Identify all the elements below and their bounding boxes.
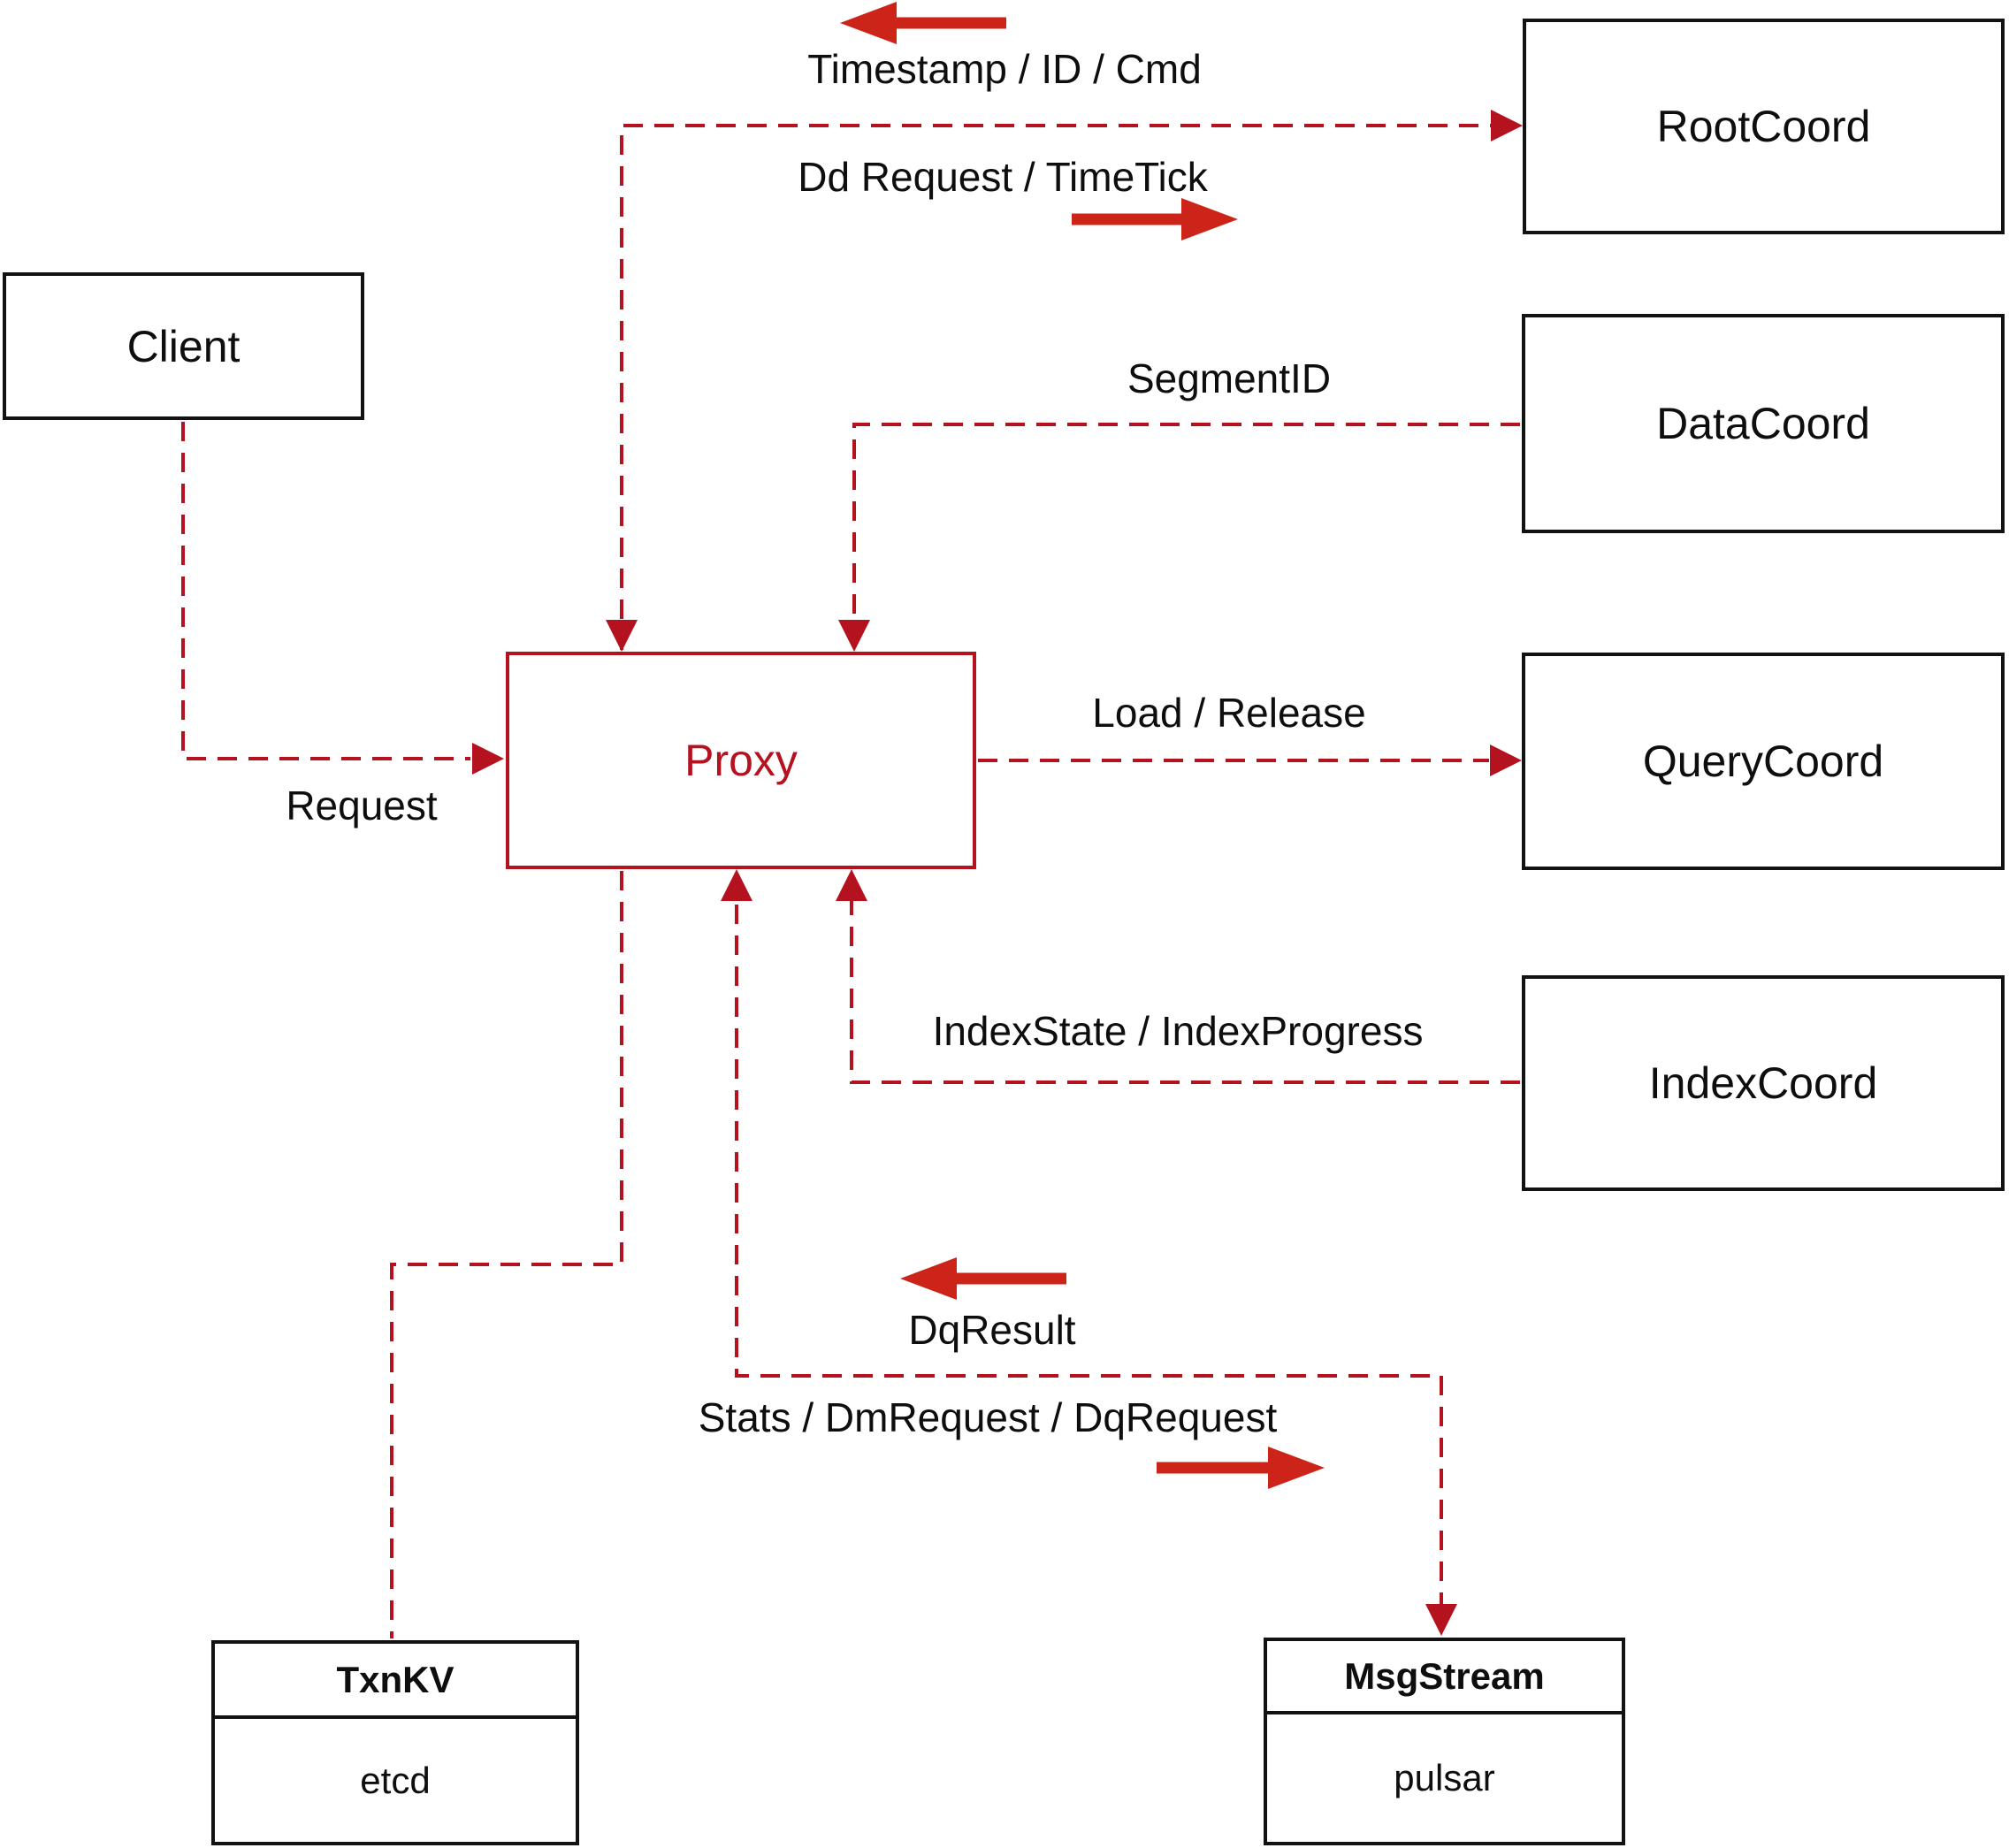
node-client: Client <box>3 272 364 420</box>
node-txnkv-title: TxnKV <box>215 1644 576 1719</box>
arrowhead-into-proxy-top-left <box>606 620 638 652</box>
edge-label-segment-id: SegmentID <box>1127 355 1332 401</box>
node-indexcoord-label: IndexCoord <box>1648 1058 1878 1108</box>
node-rootcoord-label: RootCoord <box>1656 102 1871 151</box>
node-querycoord: QueryCoord <box>1522 653 2005 870</box>
edge-label-stats-dm-dq: Stats / DmRequest / DqRequest <box>698 1394 1278 1440</box>
arrow-head <box>900 1257 957 1300</box>
edge-label-index-state-progress: IndexState / IndexProgress <box>932 1008 1424 1054</box>
node-datacoord-label: DataCoord <box>1656 399 1870 448</box>
edge-client-proxy <box>181 422 470 760</box>
arrowhead-into-rootcoord <box>1491 110 1523 141</box>
node-querycoord-label: QueryCoord <box>1642 737 1884 786</box>
node-datacoord: DataCoord <box>1522 314 2005 533</box>
edge-label-timestamp-id-cmd: Timestamp / ID / Cmd <box>807 46 1202 92</box>
node-proxy-label: Proxy <box>684 736 798 785</box>
node-proxy: Proxy <box>506 652 976 869</box>
node-msgstream: MsgStream pulsar <box>1264 1638 1625 1845</box>
arrowhead-into-proxy-left <box>472 743 504 775</box>
node-rootcoord: RootCoord <box>1523 19 2005 234</box>
edge-proxy-rootcoord <box>620 124 1519 650</box>
edge-indexcoord-proxy <box>850 874 1520 1084</box>
edge-label-load-release: Load / Release <box>1092 690 1366 736</box>
node-msgstream-subtitle: pulsar <box>1394 1757 1495 1798</box>
arrowhead-into-querycoord <box>1490 745 1522 776</box>
edge-datacoord-proxy <box>852 423 1520 648</box>
arrow-head <box>1181 198 1238 241</box>
node-indexcoord: IndexCoord <box>1522 975 2005 1191</box>
edge-label-dd-request-timetick: Dd Request / TimeTick <box>798 154 1208 200</box>
direction-arrow-left-icon <box>900 1257 1066 1300</box>
arrow-head <box>1268 1447 1325 1489</box>
arrowhead-into-msgstream <box>1425 1604 1457 1636</box>
node-client-label: Client <box>126 321 241 371</box>
edge-proxy-txnkv <box>390 871 623 1638</box>
direction-arrow-left-icon <box>840 2 1006 44</box>
edge-label-dq-result: DqResult <box>908 1307 1076 1353</box>
direction-arrow-right-icon <box>1157 1447 1325 1489</box>
direction-arrow-right-icon <box>1072 198 1238 241</box>
node-txnkv: TxnKV etcd <box>211 1640 579 1845</box>
node-txnkv-subtitle: etcd <box>360 1759 431 1801</box>
edge-proxy-msgstream <box>735 874 1443 1631</box>
arrow-head <box>840 2 897 44</box>
node-msgstream-title: MsgStream <box>1267 1641 1622 1714</box>
arrowhead-into-proxy-bottom-mid <box>721 869 752 901</box>
edge-label-request: Request <box>286 783 438 829</box>
arrowhead-into-proxy-top-right <box>838 620 870 652</box>
arrowhead-into-proxy-bottom-right <box>836 869 867 901</box>
